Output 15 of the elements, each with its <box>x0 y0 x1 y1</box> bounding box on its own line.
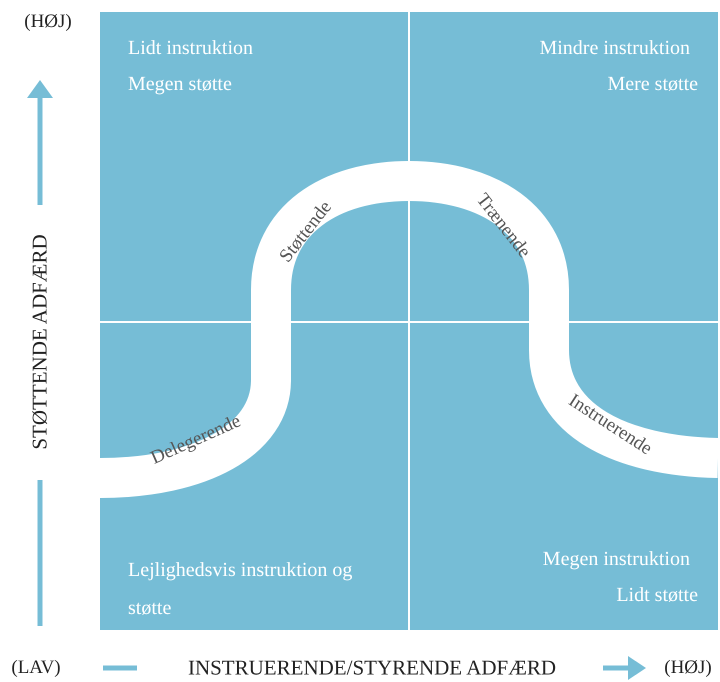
quadrant-text: Mindre instruktion <box>539 36 690 60</box>
axis-end-label: (HØJ) <box>24 11 72 33</box>
quadrant-text: Mere støtte <box>607 72 698 96</box>
quadrant-panel <box>410 12 718 321</box>
axis-end-label: (HØJ) <box>664 657 712 679</box>
quadrant-panel <box>410 323 718 630</box>
axis-title: STØTTENDE ADFÆRD <box>28 234 52 450</box>
axis-end-label: (LAV) <box>11 657 61 679</box>
quadrant-text: Megen instruktion <box>542 547 690 571</box>
quadrant-text: Lidt instruktion <box>128 36 253 60</box>
quadrant-text: Megen støtte <box>128 72 232 96</box>
axis-title: INSTRUERENDE/STYRENDE ADFÆRD <box>188 656 556 680</box>
quadrant-text: Lejlighedsvis instruktion og støtte <box>128 558 354 621</box>
quadrant-text: Lidt støtte <box>616 583 698 607</box>
quadrant-panel <box>100 12 408 321</box>
